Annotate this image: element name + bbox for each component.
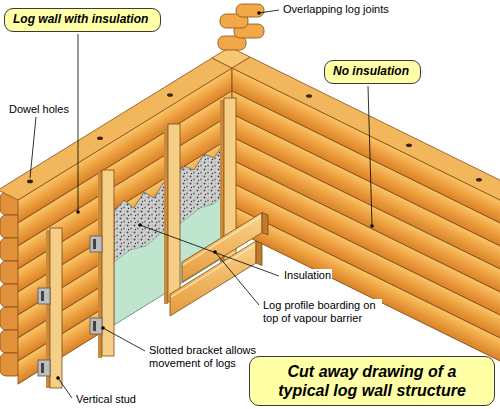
leader-lines xyxy=(30,10,372,398)
part-label: Overlapping log joints xyxy=(282,3,390,16)
callout-box: No insulation xyxy=(324,60,421,84)
part-label: Dowel holes xyxy=(8,103,70,116)
bracket xyxy=(38,288,50,304)
leader-line xyxy=(140,225,279,276)
callout-text: Log wall with insulation xyxy=(13,12,152,27)
bracket-slot xyxy=(93,239,96,249)
leader-line xyxy=(215,252,259,305)
stud xyxy=(102,170,114,356)
leader-line xyxy=(103,328,145,351)
leader-dot xyxy=(138,223,142,227)
bracket xyxy=(38,360,50,376)
part-label: Log profile boarding on top of vapour ba… xyxy=(262,299,382,325)
wall-top xyxy=(232,57,500,200)
dowel-holes xyxy=(27,93,482,183)
leader-line xyxy=(368,86,372,226)
stud xyxy=(50,228,62,388)
caption-box: Cut away drawing of a typical log wall s… xyxy=(249,356,495,406)
dowel-hole xyxy=(167,93,173,97)
bracket-slot xyxy=(41,291,44,301)
part-label: Vertical stud xyxy=(75,393,137,406)
leader-dot xyxy=(101,326,105,330)
bracket-slot xyxy=(93,321,96,331)
board-end xyxy=(262,213,268,235)
board-end xyxy=(256,241,262,266)
bracket xyxy=(90,318,102,334)
dowel-hole xyxy=(406,143,412,147)
log-joint xyxy=(236,4,264,17)
leader-dot xyxy=(257,11,261,15)
log xyxy=(232,206,500,362)
bracket xyxy=(90,236,102,252)
leader-dot xyxy=(56,376,60,380)
dowel-hole xyxy=(97,136,103,140)
log-joint-stack xyxy=(218,4,264,50)
profile-boards xyxy=(170,213,268,316)
part-label: Insulation xyxy=(283,269,332,282)
dowel-hole xyxy=(306,94,312,98)
bracket-slot xyxy=(41,363,44,373)
log xyxy=(232,183,500,339)
right-log-wall xyxy=(232,68,500,362)
caption-text: Cut away drawing of a typical log wall s… xyxy=(270,362,475,400)
dowel-hole xyxy=(27,180,33,184)
stud-side xyxy=(164,126,168,304)
leader-dot xyxy=(370,224,374,228)
stud xyxy=(168,124,180,302)
leader-dot xyxy=(213,250,217,254)
leader-line xyxy=(58,378,72,398)
leader-line xyxy=(30,117,36,178)
leader-line xyxy=(259,10,279,13)
slotted-brackets xyxy=(38,236,102,376)
leader-dot xyxy=(76,210,80,214)
board-highlight xyxy=(171,245,255,297)
dowel-hole xyxy=(476,178,482,182)
leader-line xyxy=(78,34,79,212)
board xyxy=(170,241,256,316)
callout-text: No insulation xyxy=(333,64,412,79)
callout-box: Log wall with insulation xyxy=(4,8,161,32)
